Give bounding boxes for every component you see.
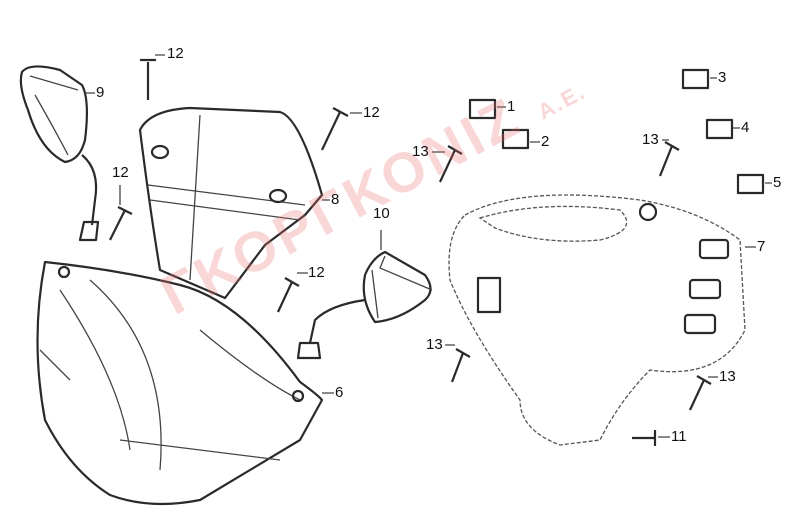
right-mirror bbox=[296, 250, 433, 360]
top-cover bbox=[138, 106, 324, 300]
screws bbox=[109, 58, 712, 446]
callout-12: 12 bbox=[112, 164, 129, 181]
callout-7: 7 bbox=[757, 238, 766, 255]
callout-10: 10 bbox=[373, 205, 390, 222]
left-mirror bbox=[19, 65, 100, 242]
callout-1: 1 bbox=[507, 98, 516, 115]
front-handlebar-cover bbox=[36, 260, 324, 506]
callout-3: 3 bbox=[718, 69, 727, 86]
leader-lines bbox=[85, 54, 772, 438]
callout-13: 13 bbox=[642, 131, 659, 148]
callout-2: 2 bbox=[541, 133, 550, 150]
callout-6: 6 bbox=[335, 384, 344, 401]
callout-13: 13 bbox=[426, 336, 443, 353]
rear-handlebar-cover bbox=[448, 194, 746, 446]
callout-12: 12 bbox=[363, 104, 380, 121]
callout-13: 13 bbox=[412, 143, 429, 160]
callout-4: 4 bbox=[741, 119, 750, 136]
clips bbox=[468, 68, 765, 195]
callout-8: 8 bbox=[331, 191, 340, 208]
callout-12: 12 bbox=[308, 264, 325, 281]
callout-12: 12 bbox=[167, 45, 184, 62]
callout-13: 13 bbox=[719, 368, 736, 385]
callout-5: 5 bbox=[773, 174, 782, 191]
callout-9: 9 bbox=[96, 84, 105, 101]
callout-11: 11 bbox=[671, 428, 687, 445]
